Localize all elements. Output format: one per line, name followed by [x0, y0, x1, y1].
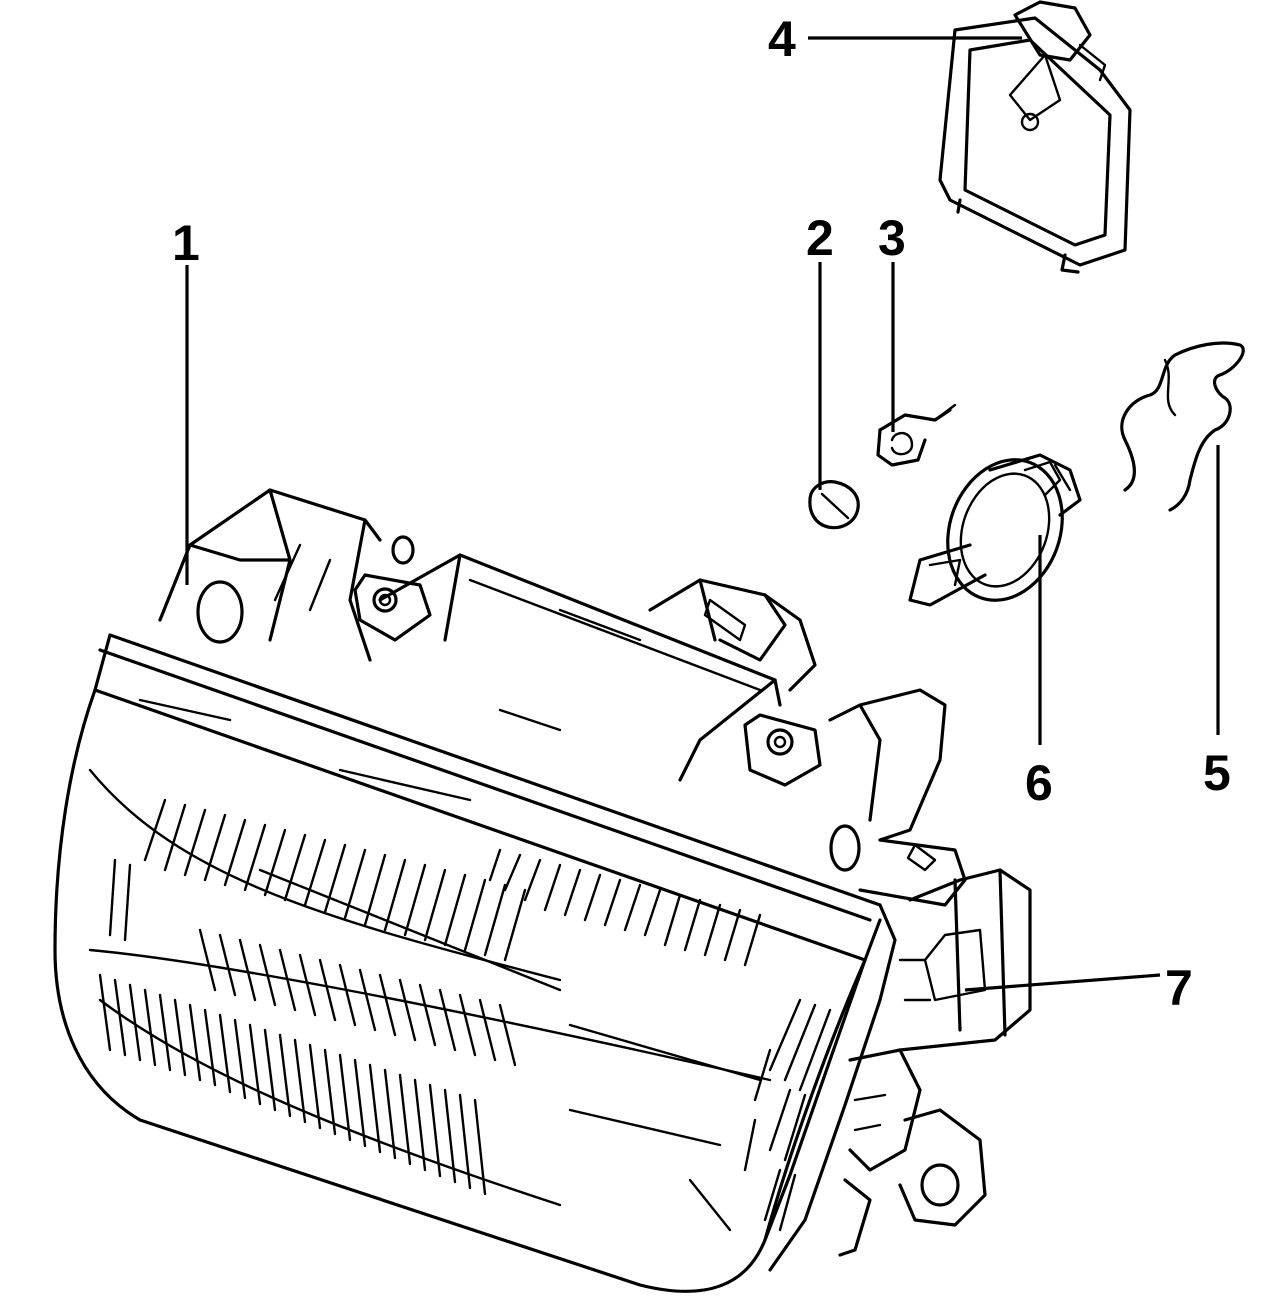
bulb-socket: [876, 403, 957, 467]
headlamp-bracket-frame: [938, 0, 1132, 274]
callout-2: 2: [806, 210, 834, 266]
leader-7: [964, 973, 1161, 992]
callout-numbers: 1 2 3 4 5 6 7: [172, 11, 1231, 1016]
wedge-bulb: [808, 480, 860, 530]
halogen-bulb: [908, 453, 1082, 607]
callout-6: 6: [1025, 755, 1053, 811]
wire-spring-clip: [1120, 341, 1245, 512]
callout-1: 1: [172, 215, 200, 271]
callout-7: 7: [1165, 960, 1193, 1016]
callout-5: 5: [1203, 745, 1231, 801]
callout-3: 3: [878, 210, 906, 266]
lens-hatching: [98, 798, 832, 1232]
headlamp-assembly: [53, 488, 1032, 1293]
leader-lines: [185, 36, 1220, 992]
callout-4: 4: [768, 11, 796, 67]
